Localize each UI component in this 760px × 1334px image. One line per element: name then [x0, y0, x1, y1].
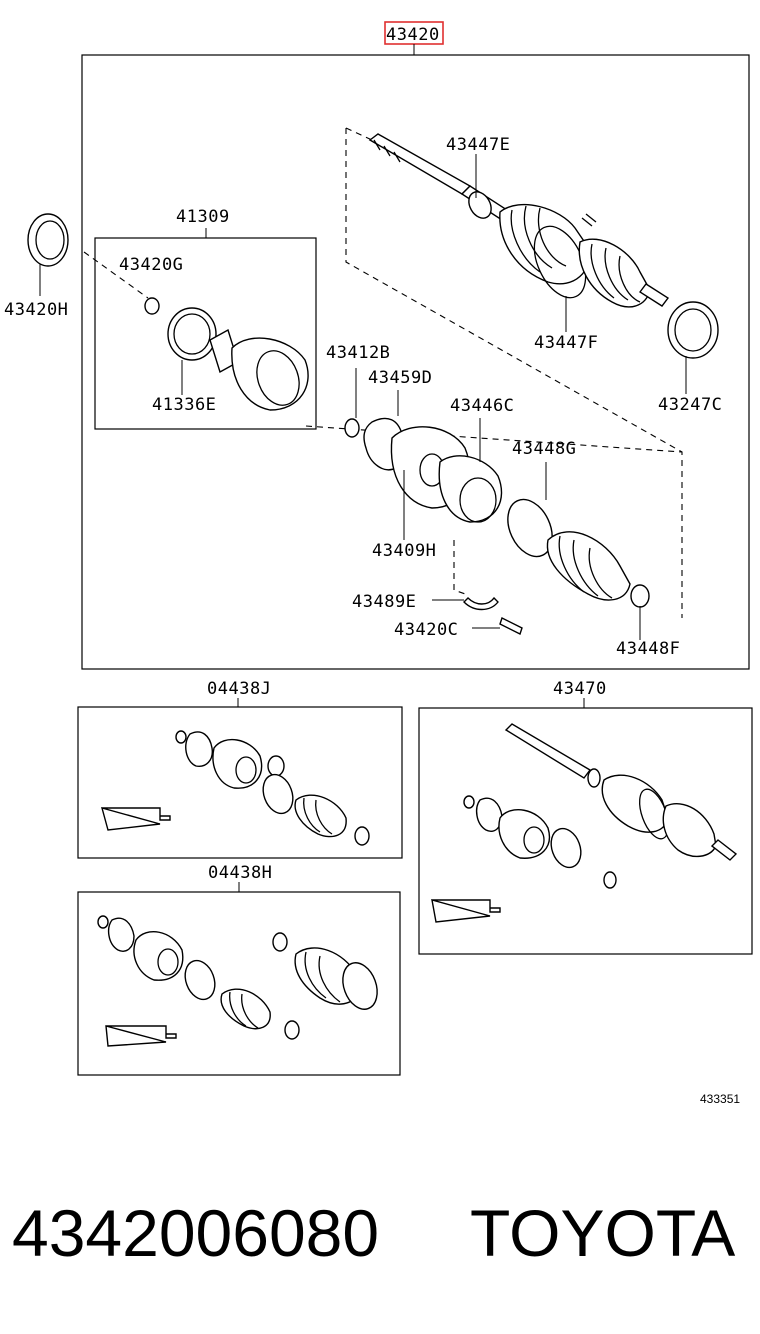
- dust-seal-inner: [674, 308, 712, 352]
- kit-43470-grease-tube: [431, 899, 501, 923]
- oil-seal-43420H: [27, 213, 69, 267]
- drive-shaft-outer: [368, 133, 719, 359]
- label-43247C[interactable]: 43247C: [658, 395, 722, 415]
- kit-43470-spider: [475, 797, 503, 832]
- figure-id: 433351: [700, 1092, 740, 1106]
- label-43448G[interactable]: 43448G: [512, 439, 576, 459]
- kit-frame-04438H: [77, 891, 401, 1076]
- kit-h-clamp-outer: [342, 962, 378, 1010]
- label-43446C[interactable]: 43446C: [450, 396, 514, 416]
- label-04438J[interactable]: 04438J: [207, 679, 271, 699]
- kit-h-boot-outer-ribs: [304, 951, 341, 1003]
- boot-outer: [578, 238, 651, 308]
- clamp-tab: [581, 213, 597, 227]
- box-41309: [94, 228, 317, 430]
- clamp-43447E: [468, 191, 492, 219]
- boot-ribs-outer: [590, 243, 641, 303]
- assembly-dashed-outline: [345, 127, 683, 618]
- label-43420C[interactable]: 43420C: [394, 620, 458, 640]
- snap-ring-43420G: [144, 297, 160, 315]
- spline-ridges: [373, 139, 401, 163]
- inner-ring-bore: [459, 477, 497, 523]
- inner-boot-ribs: [558, 535, 613, 599]
- kit-43470: 43470: [418, 679, 753, 955]
- kit-h-spider: [107, 917, 135, 952]
- label-43412B[interactable]: 43412B: [326, 343, 390, 363]
- kit-j-ring: [175, 730, 187, 744]
- kit-h-boot-inner: [220, 988, 271, 1030]
- label-43420H[interactable]: 43420H: [4, 300, 68, 320]
- kit-h-grease-tube: [105, 1025, 177, 1047]
- main-assembly-frame: [81, 54, 750, 670]
- part-number-caption: 4342006080: [12, 1196, 379, 1270]
- label-43470[interactable]: 43470: [553, 679, 607, 699]
- clip-dashed-link: [453, 540, 469, 596]
- clip-43489E: [463, 596, 499, 611]
- inner-joint-group: [344, 368, 650, 640]
- label-43420[interactable]: 43420: [386, 25, 440, 45]
- kit-j-clamp-end: [354, 826, 370, 846]
- clamp-43448G: [507, 498, 553, 558]
- kit-h-clamp-large: [184, 959, 216, 1001]
- ring-41336E: [167, 307, 217, 361]
- shaft-tip: [638, 283, 670, 307]
- oil-seal-inner: [35, 220, 65, 260]
- inner-boot: [546, 531, 631, 601]
- kit-43470-clamp-mid: [550, 827, 582, 869]
- label-43459D[interactable]: 43459D: [368, 368, 432, 388]
- kit-j-spider: [185, 731, 213, 767]
- kit-43470-housing: [498, 809, 551, 859]
- main-assembly-group: 43420: [81, 21, 750, 670]
- boot-inner: [499, 203, 591, 285]
- kit-j-grease-tube: [101, 806, 171, 831]
- kit-43470-clamp: [587, 768, 601, 788]
- kit-43470-bore: [523, 826, 545, 854]
- kit-h-clamp-end: [284, 1020, 300, 1040]
- brand-caption: TOYOTA: [470, 1196, 735, 1270]
- kit-h-boot-ribs: [229, 991, 259, 1029]
- kit-j-clamp-large: [262, 773, 294, 815]
- label-41336E[interactable]: 41336E: [152, 395, 216, 415]
- ring-41336E-inner: [173, 313, 211, 355]
- kit-j-bore: [235, 756, 257, 784]
- label-43447F[interactable]: 43447F: [534, 333, 598, 353]
- snap-ring-43412B: [344, 418, 360, 438]
- kit-43470-clamp-small: [603, 871, 617, 889]
- kit-h-bore: [157, 948, 179, 976]
- kit-04438H: 04438H: [77, 863, 401, 1076]
- kit-43470-shaft: [504, 723, 592, 779]
- outer-joint-cup: [256, 350, 300, 406]
- boot-ribs-inner: [510, 205, 567, 273]
- kit-j-boot: [294, 794, 347, 838]
- dust-seal-43247C: [667, 301, 719, 359]
- kit-04438J: 04438J: [77, 679, 403, 859]
- label-04438H[interactable]: 04438H: [208, 863, 272, 883]
- seal-43420H-group: [27, 213, 69, 296]
- label-43448F[interactable]: 43448F: [616, 639, 680, 659]
- bolt-43420C: [499, 617, 523, 635]
- kit-frame-04438J: [77, 706, 403, 859]
- assembly-dashed-link: [305, 425, 683, 453]
- label-41309[interactable]: 41309: [176, 207, 230, 227]
- kit-h-ring: [97, 915, 109, 929]
- kit-j-clamp-small: [267, 755, 285, 777]
- label-43409H[interactable]: 43409H: [372, 541, 436, 561]
- kit-j-boot-ribs: [303, 797, 333, 835]
- kit-43470-boot-outer: [662, 803, 717, 857]
- kit-43470-tip: [710, 839, 738, 861]
- clamp-43448F: [630, 584, 650, 608]
- kit-43470-ring: [463, 795, 475, 809]
- kit-h-clamp-top: [272, 932, 288, 952]
- outer-joint-bell: [231, 337, 309, 411]
- label-43447E[interactable]: 43447E: [446, 135, 510, 155]
- kit-frame-43470: [418, 707, 753, 955]
- kit-43470-boot-inner: [601, 774, 669, 833]
- inner-ring-43446C: [438, 455, 503, 523]
- kit-h-housing: [133, 931, 184, 981]
- label-43489E[interactable]: 43489E: [352, 592, 416, 612]
- label-43420G[interactable]: 43420G: [119, 255, 183, 275]
